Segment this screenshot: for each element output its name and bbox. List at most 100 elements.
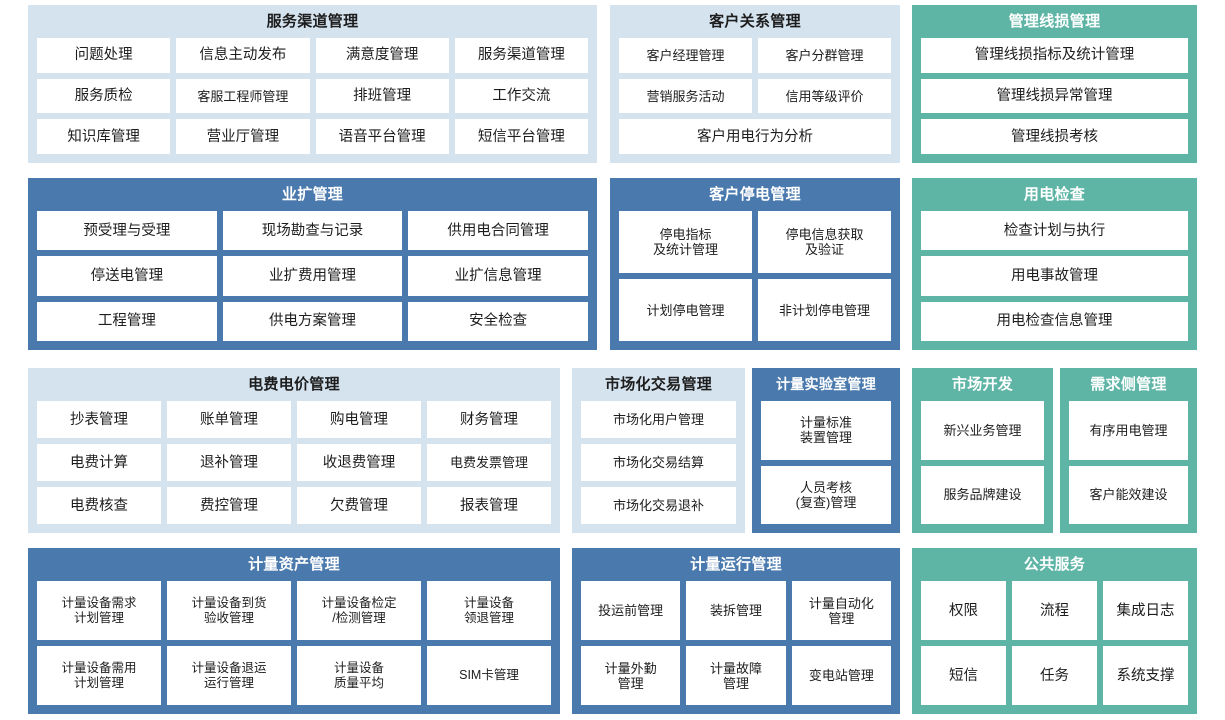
panel-tariff: 电费电价管理 抄表管理 账单管理 购电管理 财务管理 电费计算 退补管理 收退费… (28, 368, 560, 533)
tile[interactable]: 管理线损异常管理 (921, 78, 1188, 114)
tile[interactable]: 客户分群管理 (758, 38, 891, 73)
tile[interactable]: 系统支撑 (1103, 646, 1188, 705)
tile[interactable]: 服务品牌建设 (921, 465, 1044, 524)
tile[interactable]: 营销服务活动 (619, 78, 752, 114)
tile-row: 服务品牌建设 (921, 465, 1044, 524)
tile[interactable]: 服务质检 (37, 78, 171, 114)
tile[interactable]: 工程管理 (37, 301, 217, 341)
panel-title: 客户停电管理 (709, 186, 801, 203)
tile[interactable]: 人员考核 (复查)管理 (761, 465, 891, 524)
panel-tiles: 抄表管理 账单管理 购电管理 财务管理 电费计算 退补管理 收退费管理 电费发票… (37, 401, 551, 524)
tile-row: 知识库管理 营业厅管理 语音平台管理 短信平台管理 (37, 119, 588, 155)
tile[interactable]: 变电站管理 (791, 646, 891, 705)
tile[interactable]: 计量设备退运 运行管理 (167, 646, 291, 705)
tile[interactable]: 计量设备需用 计划管理 (37, 646, 161, 705)
tile[interactable]: 满意度管理 (315, 38, 449, 73)
tile[interactable]: 工作交流 (454, 78, 588, 114)
panel-business-expand: 业扩管理 预受理与受理 现场勘查与记录 供用电合同管理 停送电管理 业扩费用管理… (28, 178, 597, 350)
tile[interactable]: 检查计划与执行 (921, 211, 1188, 251)
tile[interactable]: 集成日志 (1103, 581, 1188, 640)
tile[interactable]: 预受理与受理 (37, 211, 217, 251)
tile[interactable]: 计量设备检定 /检测管理 (297, 581, 421, 640)
tile[interactable]: 市场化用户管理 (581, 401, 736, 438)
tile-row: 客户经理管理 客户分群管理 (619, 38, 891, 73)
tile[interactable]: 新兴业务管理 (921, 401, 1044, 460)
tile[interactable]: 电费核查 (37, 487, 161, 524)
tile[interactable]: 计量故障 管理 (686, 646, 786, 705)
tile[interactable]: 安全检查 (408, 301, 589, 341)
panel-tiles: 新兴业务管理 服务品牌建设 (921, 401, 1044, 524)
tile[interactable]: 计量外勤 管理 (581, 646, 681, 705)
tile[interactable]: 市场化交易结算 (581, 444, 736, 481)
tile[interactable]: 非计划停电管理 (758, 279, 891, 341)
tile[interactable]: 现场勘查与记录 (222, 211, 403, 251)
tile[interactable]: 停电信息获取 及验证 (758, 211, 891, 273)
tile[interactable]: 停送电管理 (37, 256, 217, 296)
tile[interactable]: 权限 (921, 581, 1006, 640)
tile[interactable]: 计划停电管理 (619, 279, 752, 341)
tile[interactable]: 信息主动发布 (176, 38, 310, 73)
tile[interactable]: 业扩费用管理 (222, 256, 403, 296)
tile[interactable]: 账单管理 (167, 401, 291, 438)
tile[interactable]: 报表管理 (427, 487, 551, 524)
tile[interactable]: 服务渠道管理 (454, 38, 588, 73)
tile[interactable]: 计量设备到货 验收管理 (167, 581, 291, 640)
panel-metering-lab: 计量实验室管理 计量标准 装置管理 人员考核 (复查)管理 (752, 368, 900, 533)
panel-title: 管理线损管理 (1008, 13, 1101, 30)
tile[interactable]: 信用等级评价 (758, 78, 891, 114)
tile[interactable]: 计量设备 质量平均 (297, 646, 421, 705)
tile[interactable]: 市场化交易退补 (581, 487, 736, 524)
tile[interactable]: 退补管理 (167, 444, 291, 481)
tile[interactable]: 客服工程师管理 (176, 78, 310, 114)
tile[interactable]: 任务 (1012, 646, 1097, 705)
tile[interactable]: 供用电合同管理 (408, 211, 589, 251)
tile-row: 权限 流程 集成日志 (921, 581, 1188, 640)
tile-row: 人员考核 (复查)管理 (761, 465, 891, 524)
tile[interactable]: 收退费管理 (297, 444, 421, 481)
tile[interactable]: 购电管理 (297, 401, 421, 438)
tile[interactable]: 语音平台管理 (315, 119, 449, 155)
tile[interactable]: 费控管理 (167, 487, 291, 524)
tile-row: 新兴业务管理 (921, 401, 1044, 460)
tile[interactable]: 电费计算 (37, 444, 161, 481)
tile[interactable]: 用电事故管理 (921, 256, 1188, 296)
tile[interactable]: 停电指标 及统计管理 (619, 211, 752, 273)
tile[interactable]: 欠费管理 (297, 487, 421, 524)
tile[interactable]: SIM卡管理 (427, 646, 551, 705)
tile[interactable]: 计量自动化 管理 (791, 581, 891, 640)
tile[interactable]: 营业厅管理 (176, 119, 310, 155)
tile[interactable]: 计量设备 领退管理 (427, 581, 551, 640)
tile[interactable]: 客户经理管理 (619, 38, 752, 73)
panel-line-loss: 管理线损管理 管理线损指标及统计管理 管理线损异常管理 管理线损考核 (912, 5, 1197, 163)
panel-title: 需求侧管理 (1090, 376, 1167, 393)
tile-row: 抄表管理 账单管理 购电管理 财务管理 (37, 401, 551, 438)
tile[interactable]: 排班管理 (315, 78, 449, 114)
tile[interactable]: 用电检查信息管理 (921, 301, 1188, 341)
tile[interactable]: 抄表管理 (37, 401, 161, 438)
tile-row: 市场化交易退补 (581, 487, 736, 524)
tile[interactable]: 流程 (1012, 581, 1097, 640)
tile[interactable]: 客户能效建设 (1069, 465, 1188, 524)
panel-market-dev: 市场开发 新兴业务管理 服务品牌建设 (912, 368, 1053, 533)
tile[interactable]: 电费发票管理 (427, 444, 551, 481)
tile[interactable]: 知识库管理 (37, 119, 171, 155)
tile[interactable]: 客户用电行为分析 (619, 119, 891, 155)
panel-title: 公共服务 (1023, 556, 1086, 573)
tile[interactable]: 计量标准 装置管理 (761, 401, 891, 460)
tile[interactable]: 财务管理 (427, 401, 551, 438)
tile[interactable]: 短信平台管理 (454, 119, 588, 155)
tile[interactable]: 有序用电管理 (1069, 401, 1188, 460)
tile-row: 营销服务活动 信用等级评价 (619, 78, 891, 114)
tile[interactable]: 投运前管理 (581, 581, 681, 640)
tile[interactable]: 装拆管理 (686, 581, 786, 640)
tile[interactable]: 问题处理 (37, 38, 171, 73)
tile[interactable]: 计量设备需求 计划管理 (37, 581, 161, 640)
tile[interactable]: 业扩信息管理 (408, 256, 589, 296)
tile[interactable]: 短信 (921, 646, 1006, 705)
tile[interactable]: 管理线损指标及统计管理 (921, 38, 1188, 73)
panel-title: 业扩管理 (281, 186, 344, 203)
tile[interactable]: 供电方案管理 (222, 301, 403, 341)
panel-title: 计量实验室管理 (775, 376, 877, 392)
panel-tiles: 问题处理 信息主动发布 满意度管理 服务渠道管理 服务质检 客服工程师管理 排班… (37, 38, 588, 155)
tile[interactable]: 管理线损考核 (921, 119, 1188, 155)
